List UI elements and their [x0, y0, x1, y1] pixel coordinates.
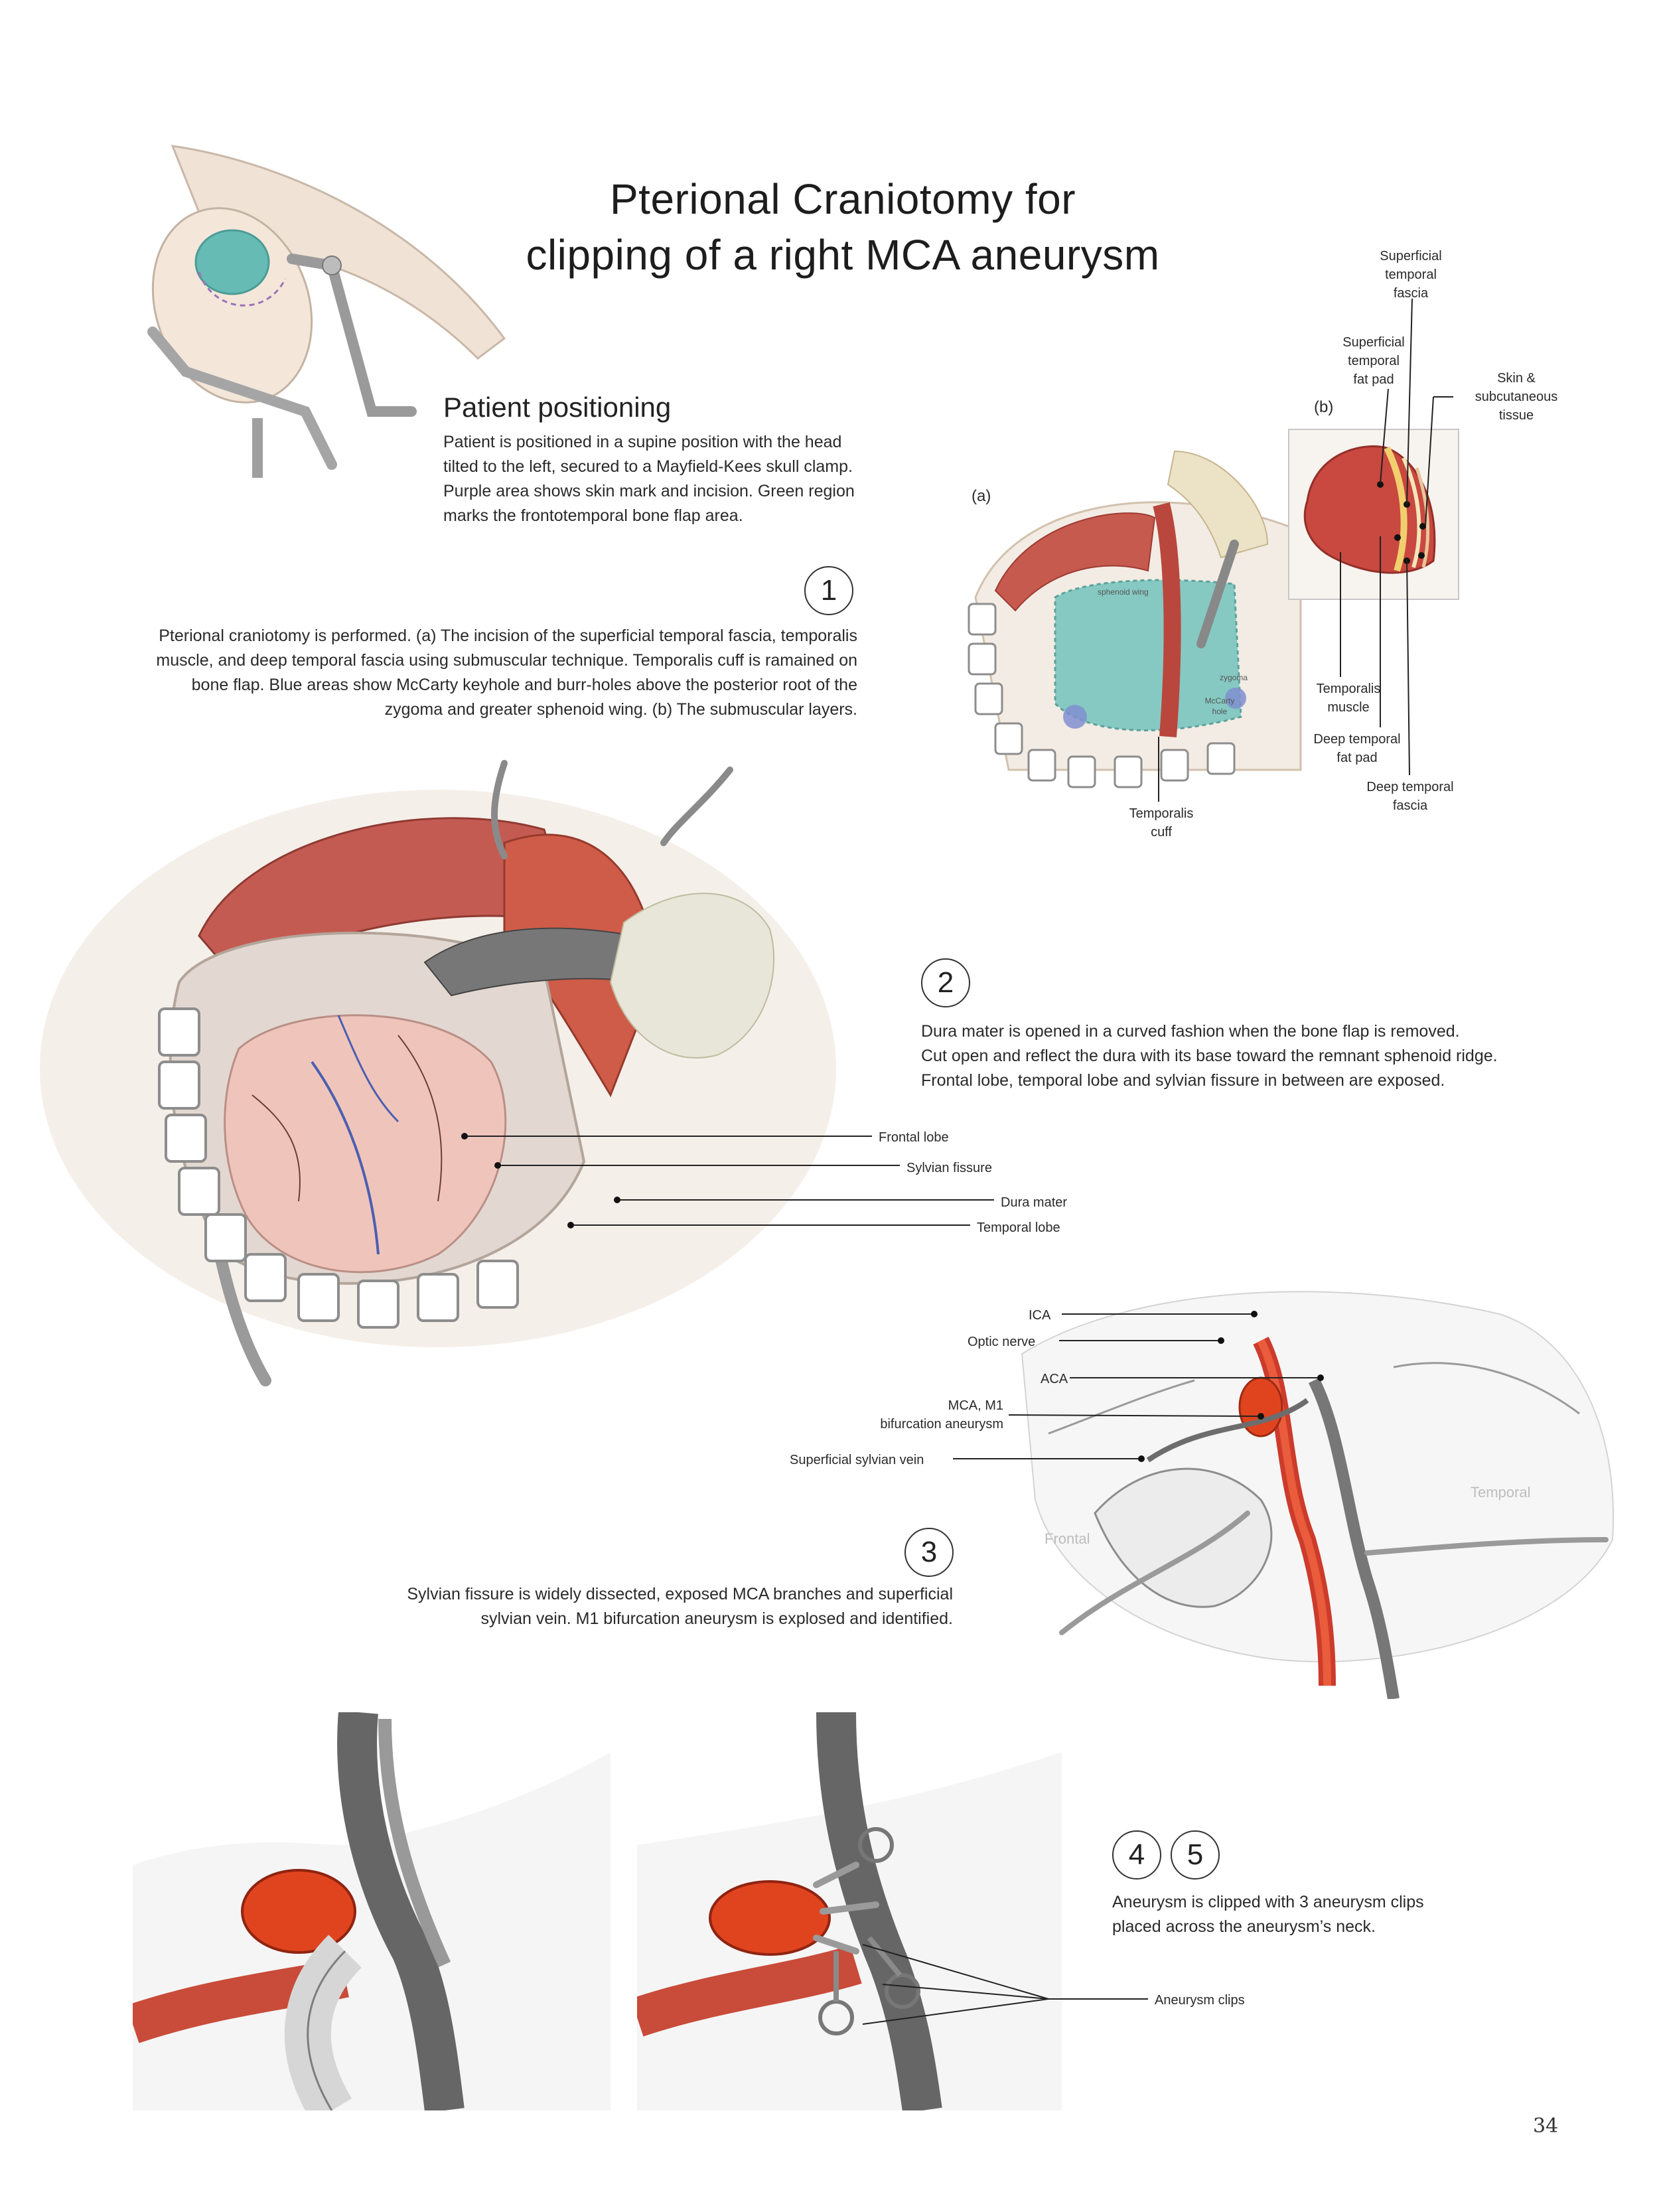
mccarty-line: hole [1212, 707, 1228, 716]
positioning-line: Patient is positioned in a supine positi… [443, 433, 842, 451]
label-line: fat pad [1353, 372, 1394, 387]
label-line: Skin & [1497, 371, 1536, 386]
step45-text: Aneurysm is clipped with 3 aneurysm clip… [1112, 1890, 1424, 1939]
label-line: fascia [1393, 286, 1429, 301]
aneurysm-exposed-illustration [133, 1712, 611, 2110]
step1-text: Pterional craniotomy is performed. (a) T… [106, 624, 857, 722]
label-line: Deep temporal [1313, 732, 1401, 747]
label-line: muscle [1327, 700, 1370, 715]
temporal-region-label: Temporal [1471, 1484, 1531, 1501]
label-line: fat pad [1336, 751, 1378, 765]
label-line: Deep temporal [1366, 780, 1454, 794]
superficial-sylvian-vein-label: Superficial sylvian vein [790, 1453, 924, 1467]
aneurysm-clipped-illustration [637, 1712, 1062, 2110]
step2-leader-lines [461, 1133, 994, 1228]
step3-leader-lines [953, 1311, 1324, 1462]
ica-label: ICA [1029, 1308, 1051, 1323]
step45-line: Aneurysm is clipped with 3 aneurysm clip… [1112, 1893, 1424, 1911]
step2-text: Dura mater is opened in a curved fashion… [921, 1019, 1498, 1093]
page-number: 34 [1533, 2114, 1559, 2138]
craniotomy-incision-illustration [968, 450, 1302, 788]
positioning-line: marks the frontotemporal bone flap area. [443, 506, 743, 525]
dura-opening-illustration [40, 760, 836, 1386]
aneurysm-clips-label: Aneurysm clips [1155, 1993, 1245, 2008]
frontal-region-label: Frontal [1045, 1530, 1090, 1547]
frontal-lobe-label: Frontal lobe [879, 1130, 949, 1145]
step-number-3: 3 [904, 1528, 954, 1577]
sphenoid-wing-label: sphenoid wing [1098, 587, 1149, 597]
skin-subcutaneous-label: Skin & subcutaneous tissue [1460, 369, 1573, 425]
temporalis-cuff-label: Temporalis cuff [1115, 804, 1208, 842]
step1-line: Pterional craniotomy is performed. (a) T… [159, 627, 857, 645]
mca-aneurysm-label: MCA, M1 bifurcation aneurysm [836, 1396, 1003, 1434]
deep-temporal-fascia-label: Deep temporal fascia [1354, 778, 1467, 815]
temporalis-muscle-label: Temporalis muscle [1302, 680, 1395, 717]
zygoma-label: zygoma [1220, 673, 1248, 682]
mccarty-hole-label: McCarty hole [1200, 696, 1240, 717]
step-number-1: 1 [804, 566, 853, 615]
positioning-text: Patient is positioned in a supine positi… [443, 430, 855, 528]
label-line: Temporalis [1316, 682, 1381, 696]
label-line: subcutaneous [1475, 390, 1558, 404]
step1-line: zygoma and greater sphenoid wing. (b) Th… [384, 700, 857, 719]
label-line: bifurcation aneurysm [880, 1417, 1003, 1432]
deep-temporal-fat-pad-label: Deep temporal fat pad [1301, 730, 1413, 767]
positioning-line: Purple area shows skin mark and incision… [443, 482, 855, 500]
dura-mater-label: Dura mater [1001, 1195, 1068, 1210]
sylvian-dissection-illustration [1021, 1291, 1614, 1699]
step-number-5: 5 [1171, 1830, 1220, 1880]
sylvian-fissure-label: Sylvian fissure [906, 1161, 992, 1175]
superficial-temporal-fascia-label: Superficial temporal fascia [1364, 247, 1457, 303]
step1-line: bone flap. Blue areas show McCarty keyho… [191, 676, 857, 694]
step3-line: sylvian vein. M1 bifurcation aneurysm is… [480, 1609, 954, 1628]
label-line: MCA, M1 [948, 1398, 1003, 1413]
label-line: temporal [1385, 267, 1437, 282]
positioning-heading: Patient positioning [443, 392, 672, 423]
label-line: cuff [1151, 825, 1172, 840]
step2-line: Frontal lobe, temporal lobe and sylvian … [921, 1071, 1445, 1090]
step3-text: Sylvian fissure is widely dissected, exp… [372, 1582, 953, 1631]
title-line-1: Pterional Craniotomy for [609, 175, 1076, 223]
positioning-line: tilted to the left, secured to a Mayfiel… [443, 457, 853, 476]
superficial-temporal-fat-pad-label: Superficial temporal fat pad [1327, 333, 1420, 389]
step45-leader-lines [862, 1944, 1148, 2025]
submuscular-layers-illustration [1288, 429, 1459, 600]
panel-b-label: (b) [1314, 398, 1334, 416]
label-line: fascia [1392, 798, 1428, 813]
step3-line: Sylvian fissure is widely dissected, exp… [407, 1585, 953, 1603]
label-line: tissue [1498, 408, 1534, 423]
step2-line: Dura mater is opened in a curved fashion… [921, 1022, 1460, 1041]
temporal-lobe-label: Temporal lobe [977, 1220, 1060, 1235]
optic-nerve-label: Optic nerve [968, 1335, 1036, 1349]
label-line: Temporalis [1129, 806, 1194, 821]
step1-line: muscle, and deep temporal fascia using s… [156, 651, 857, 670]
step-number-4: 4 [1112, 1830, 1161, 1880]
mccarty-line: McCarty [1204, 696, 1235, 705]
head-positioning-illustration [147, 145, 506, 478]
page-title: Pterional Craniotomy for clipping of a r… [411, 171, 1274, 283]
title-line-2: clipping of a right MCA aneurysm [526, 231, 1160, 279]
label-line: temporal [1348, 354, 1400, 368]
step-number-2: 2 [921, 958, 970, 1007]
label-line: Superficial [1380, 249, 1442, 263]
label-line: Superficial [1342, 335, 1405, 350]
step2-line: Cut open and reflect the dura with its b… [921, 1047, 1498, 1065]
aca-label: ACA [1041, 1372, 1068, 1386]
step45-line: placed across the aneurysm’s neck. [1112, 1917, 1376, 1936]
step1-leader-lines [1158, 298, 1453, 802]
panel-a-label: (a) [972, 487, 991, 505]
